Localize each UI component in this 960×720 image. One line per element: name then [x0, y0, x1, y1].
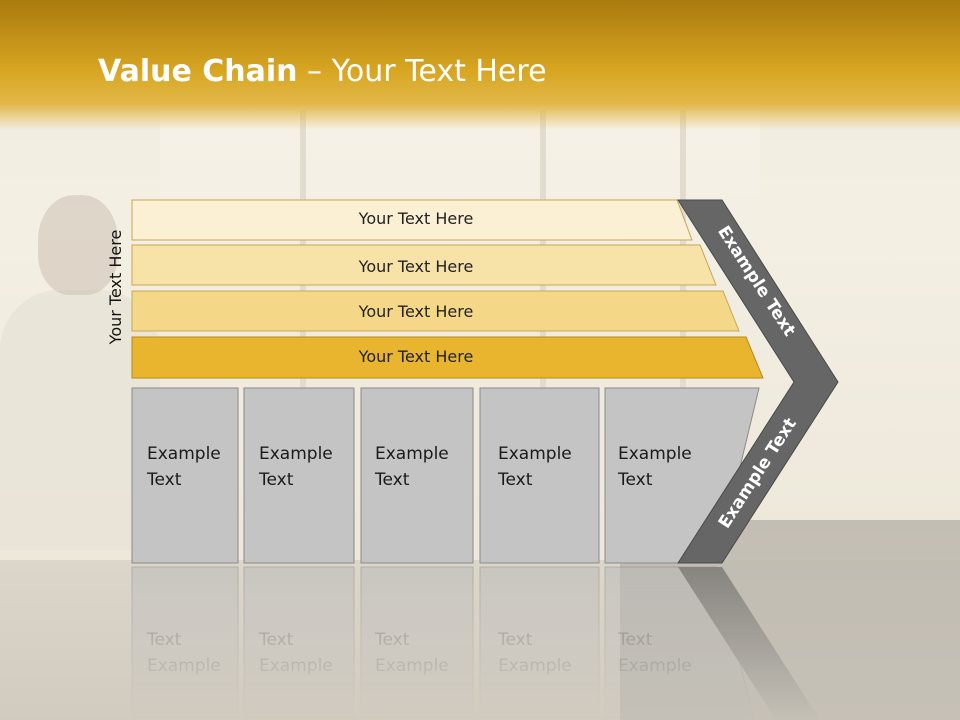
- band-1-label: Your Text Here: [358, 209, 474, 228]
- slide-title-bold: Value Chain: [98, 54, 298, 89]
- reflection-box: [360, 566, 474, 720]
- chevron-arrow: [677, 199, 839, 564]
- box-3-line1: Example: [375, 444, 449, 464]
- reflection-box: [479, 566, 600, 720]
- box-4-line2: Text: [497, 470, 533, 490]
- box-5-line1: Example: [618, 444, 692, 464]
- side-label: Your Text Here: [106, 230, 125, 346]
- band-4-label: Your Text Here: [358, 347, 474, 366]
- slide-title-rest: – Your Text Here: [297, 54, 547, 89]
- reflection-text: Text: [258, 630, 294, 650]
- reflection-text: Text: [497, 630, 533, 650]
- band-3-label: Your Text Here: [358, 302, 474, 321]
- box-4-line1: Example: [498, 444, 572, 464]
- box-1-line1: Example: [147, 444, 221, 464]
- diagram-reflection: Example Text Example Text Example Text E…: [131, 566, 821, 720]
- box-2-line2: Text: [258, 470, 294, 490]
- reflection-text: Text: [374, 630, 410, 650]
- reflection-text: Text: [617, 630, 653, 650]
- reflection-text: Example: [147, 656, 221, 676]
- reflection-text: Example: [375, 656, 449, 676]
- reflection-text: Example: [498, 656, 572, 676]
- box-4: [479, 387, 600, 564]
- box-2: [243, 387, 355, 564]
- reflection-chevron: [678, 567, 821, 720]
- background-person-head: [38, 195, 118, 295]
- band-2: [131, 244, 717, 286]
- box-5-line2: Text: [617, 470, 653, 490]
- box-2-line1: Example: [259, 444, 333, 464]
- title-bar: [0, 0, 960, 130]
- box-1-line2: Text: [146, 470, 182, 490]
- reflection-text: Text: [146, 630, 182, 650]
- box-3-line2: Text: [374, 470, 410, 490]
- slide-title: Value Chain – Your Text Here: [98, 54, 547, 89]
- band-4: [131, 336, 764, 379]
- reflection-box: [243, 566, 355, 720]
- band-3: [131, 290, 740, 332]
- reflection-text: Example: [259, 656, 333, 676]
- box-1: [131, 387, 239, 564]
- reflection-text: Example: [618, 656, 692, 676]
- band-2-label: Your Text Here: [358, 257, 474, 276]
- reflection-box: [131, 566, 239, 720]
- box-3: [360, 387, 474, 564]
- band-1: [131, 199, 693, 241]
